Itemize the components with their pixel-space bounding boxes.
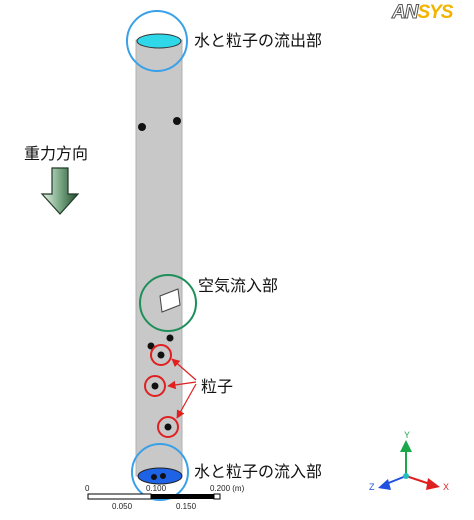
gravity-label: 重力方向 xyxy=(24,144,89,163)
particle-arrow xyxy=(167,380,197,390)
particle xyxy=(157,351,165,359)
particle-highlight-circle xyxy=(150,344,172,366)
particle xyxy=(151,382,159,390)
scale-tick-label: 0.100 xyxy=(146,484,167,493)
scale-tick-label: 0 xyxy=(85,484,90,493)
particle xyxy=(164,423,172,431)
particle-highlight-circle xyxy=(157,416,179,438)
scale-tick-label: 0.150 xyxy=(176,502,197,511)
z-axis-line xyxy=(385,475,407,485)
z-axis-label: Z xyxy=(369,482,375,492)
inlet-label: 水と粒子の流入部 xyxy=(194,462,323,481)
particle xyxy=(173,117,181,125)
ansys-logo: ANSYS xyxy=(391,2,453,24)
particle xyxy=(160,473,166,479)
gravity-arrow xyxy=(40,167,80,215)
particle-arrow xyxy=(176,383,197,419)
particle xyxy=(151,474,157,480)
outlet-label: 水と粒子の流出部 xyxy=(194,31,323,50)
outlet-highlight-circle xyxy=(126,10,188,72)
scale-bar-white xyxy=(87,493,152,500)
inlet-highlight-circle xyxy=(131,443,189,501)
z-axis-arrowhead xyxy=(378,479,391,490)
particle-arrow xyxy=(171,358,197,381)
tube xyxy=(135,39,183,477)
particle xyxy=(138,123,146,131)
scale-tick-label: 0.200 (m) xyxy=(210,484,245,493)
axis-origin xyxy=(403,473,409,479)
particle xyxy=(166,334,174,342)
x-axis-arrowhead xyxy=(426,478,440,490)
scale-bar-white xyxy=(213,493,221,500)
scale-tick-label: 0.050 xyxy=(112,502,133,511)
y-axis-arrowhead xyxy=(400,440,412,452)
y-axis-label: Y xyxy=(404,430,411,440)
scale-bar-black xyxy=(151,494,214,499)
particle-highlight-circle xyxy=(144,375,166,397)
x-axis-label: X xyxy=(443,482,450,492)
outlet-ellipse xyxy=(136,33,182,49)
particles-label: 粒子 xyxy=(201,377,234,396)
air-inlet-patch xyxy=(159,288,181,313)
x-axis-line xyxy=(405,475,431,485)
air-inlet-highlight-circle xyxy=(139,274,197,332)
air-inlet-label: 空気流入部 xyxy=(198,276,279,295)
